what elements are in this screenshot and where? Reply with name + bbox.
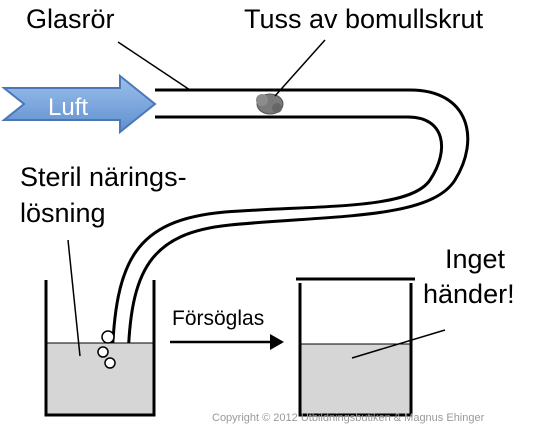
cotton-plug-label: Tuss av bomullskrut [244,4,484,34]
glass-tube [110,88,470,363]
sterile-solution-label-line2: lösning [20,198,106,228]
experiment-label: Försöglas [172,307,264,330]
cotton-plug [256,93,284,115]
nothing-label-line2: händer! [423,279,515,309]
air-arrow: Luft [1,73,157,135]
nothing-label-line1: Inget [445,244,506,274]
solution-pointer [67,239,81,357]
glass-tube-pointer [117,41,191,91]
sterile-solution-label-line1: Steril närings- [20,162,187,192]
experiment-arrow [170,334,284,350]
right-beaker [296,277,415,417]
tube-outer-wall [126,88,470,363]
tube-inner-wall [110,115,444,363]
copyright-text: Copyright © 2012 Utbildningsbutiken & Ma… [212,412,485,424]
cotton-plug-pointer [274,39,326,97]
air-label: Luft [48,94,88,121]
air-bubbles [97,330,116,369]
glass-tube-label: Glasrör [26,4,115,34]
nothing-pointer [351,329,446,359]
